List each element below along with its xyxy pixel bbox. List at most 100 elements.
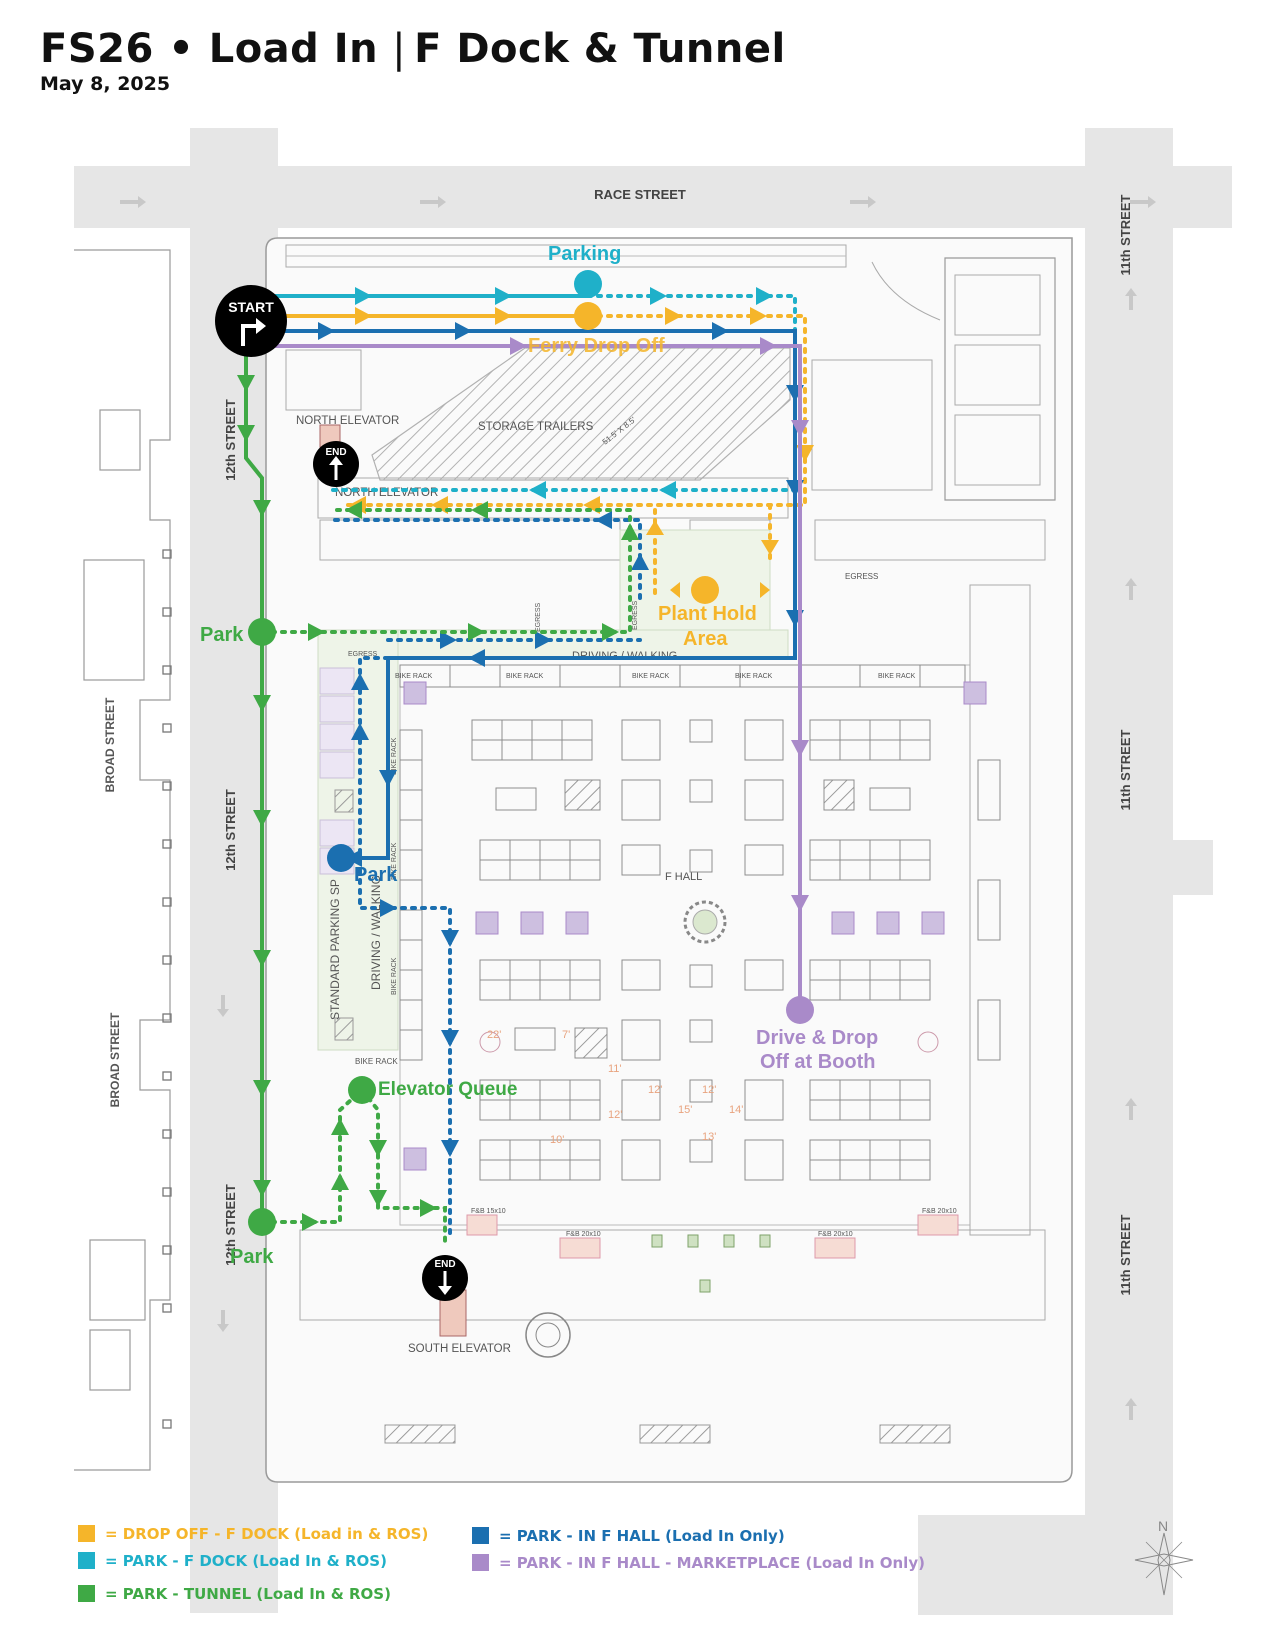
start-label: START (228, 299, 274, 315)
dim-12a: 12' (648, 1084, 662, 1096)
eleventh-street-label-3: 11th STREET (1118, 1214, 1133, 1295)
center-feature (479, 900, 939, 1053)
south-planters (651, 1234, 771, 1293)
ferry-dot (574, 302, 602, 330)
bike-rack-label-5: BIKE RACK (878, 673, 916, 680)
standard-parking-label: STANDARD PARKING SP (328, 879, 342, 1020)
plant-hold-dot (691, 576, 719, 604)
twelfth-street-label-1: 12th STREET (223, 399, 238, 481)
elevator-queue-dot (348, 1076, 376, 1104)
route-labels: Parking Ferry Drop Off Plant Hold Area P… (200, 243, 878, 1268)
ferry-drop-off-label: Ferry Drop Off (528, 335, 665, 357)
legend-item-marketplace: = PARK - IN F HALL - MARKETPLACE (Load I… (472, 1554, 925, 1572)
park-dot-blue (327, 844, 355, 872)
park-dot-1 (248, 618, 276, 646)
bike-rack-label-6: BIKE RACK (355, 1057, 398, 1066)
dimension-labels: 22' 7' 11' 12' 12' 12' 15' 14' 13' 10' (487, 1029, 743, 1146)
title-separator: | (392, 26, 407, 72)
bike-rack-label-9: BIKE RACK (391, 957, 398, 995)
legend-item-park-tunnel: = PARK - TUNNEL (Load In & ROS) (78, 1585, 391, 1603)
dim-11: 11' (608, 1063, 622, 1075)
dim-12c: 12' (608, 1109, 622, 1121)
legend-text: = PARK - IN F HALL - MARKETPLACE (Load I… (499, 1554, 925, 1572)
legend-item-drop-off: = DROP OFF - F DOCK (Load in & ROS) (78, 1525, 428, 1543)
drive-drop-label-2: Off at Booth (760, 1051, 876, 1073)
park-label-blue: Park (354, 864, 398, 886)
bike-rack-label-8: BIKE RACK (391, 842, 398, 880)
title-main: FS26 • Load In (40, 26, 379, 72)
page-date: May 8, 2025 (40, 73, 171, 95)
fb-label-1: F&B 15x10 (471, 1208, 506, 1215)
legend-text: = PARK - F DOCK (Load In & ROS) (105, 1552, 387, 1570)
egress-label-3: EGRESS (535, 602, 542, 632)
yellow-arrows (349, 307, 814, 598)
legend-swatch-blue (472, 1527, 489, 1544)
broad-street-label-1: BROAD STREET (103, 697, 117, 792)
twelfth-street-label-3: 12th STREET (223, 1184, 238, 1266)
legend-item-park-f-hall: = PARK - IN F HALL (Load In Only) (472, 1527, 785, 1545)
cyan-arrows (355, 287, 773, 499)
dim-7: 7' (562, 1029, 570, 1041)
legend-text: = PARK - TUNNEL (Load In & ROS) (105, 1585, 391, 1603)
bike-rack-label-4: BIKE RACK (735, 673, 773, 680)
dim-13: 13' (702, 1131, 716, 1143)
end-marker-south: END (422, 1255, 468, 1301)
end-marker-north: END (313, 441, 359, 487)
park-label-1: Park (200, 624, 244, 646)
legend-item-park-f-dock: = PARK - F DOCK (Load In & ROS) (78, 1552, 387, 1570)
parking-dot (574, 270, 602, 298)
dim-22: 22' (487, 1029, 501, 1041)
title-sub: F Dock & Tunnel (414, 26, 786, 72)
storage-trailers-label: STORAGE TRAILERS (478, 421, 594, 433)
plant-hold-label-2: Area (683, 628, 728, 650)
north-compass-icon: N (1134, 1518, 1194, 1596)
bike-rack-label-3: BIKE RACK (632, 673, 670, 680)
egress-label-4: EGRESS (632, 600, 639, 630)
plant-hold-label: Plant Hold (658, 603, 757, 625)
legend-swatch-purple (472, 1554, 489, 1571)
corner-plaza (918, 1515, 1173, 1615)
eleventh-street-label-1: 11th STREET (1118, 194, 1133, 275)
dim-14: 14' (729, 1104, 743, 1116)
elevator-queue-label: Elevator Queue (378, 1079, 517, 1100)
compass-north-label: N (1158, 1518, 1168, 1534)
drive-drop-label: Drive & Drop (756, 1027, 878, 1049)
legend-text: = PARK - IN F HALL (Load In Only) (499, 1527, 785, 1545)
park-label-2: Park (230, 1246, 274, 1268)
turn-right-icon (241, 324, 258, 346)
eleventh-street (1085, 128, 1173, 1613)
purple-arrows (510, 337, 809, 912)
route-points (248, 270, 814, 1236)
booth-grid (399, 664, 1001, 1181)
egress-label-2: EGRESS (845, 572, 878, 581)
twelfth-street-label-2: 12th STREET (223, 789, 238, 871)
legend-swatch-cyan (78, 1552, 95, 1569)
egress-label-1: EGRESS (348, 651, 378, 658)
fb-label-4: F&B 20x10 (922, 1208, 957, 1215)
bike-rack-label-2: BIKE RACK (506, 673, 544, 680)
streets: RACE STREET 12th STREET 12th STREET 12th… (74, 128, 1232, 1615)
dim-10: 10' (550, 1134, 564, 1146)
route-purple-marketplace (262, 344, 802, 1010)
race-street-label: RACE STREET (594, 187, 686, 202)
west-buildings (74, 249, 171, 1471)
end-label-south: END (434, 1259, 455, 1270)
fb-label-2: F&B 20x10 (566, 1231, 601, 1238)
parking-label: Parking (548, 243, 621, 265)
start-marker: START (215, 285, 287, 357)
page-title: FS26 • Load In |F Dock & Tunnel (40, 26, 786, 72)
drive-drop-dot (786, 996, 814, 1024)
end-label-north: END (325, 447, 346, 458)
dim-12b: 12' (702, 1084, 716, 1096)
bike-rack-label-1: BIKE RACK (395, 673, 433, 680)
fb-booths (466, 1214, 959, 1259)
bike-rack-label-7: BIKE RACK (391, 737, 398, 775)
f-hall-label: F HALL (665, 871, 702, 883)
driving-walking-vertical-label: DRIVING / WALKING (369, 875, 383, 990)
legend-swatch-yellow (78, 1525, 95, 1542)
parking-stalls (319, 667, 355, 875)
park-dot-2 (248, 1208, 276, 1236)
broad-street-label-2: BROAD STREET (108, 1012, 122, 1107)
legend-text: = DROP OFF - F DOCK (Load in & ROS) (105, 1525, 429, 1543)
